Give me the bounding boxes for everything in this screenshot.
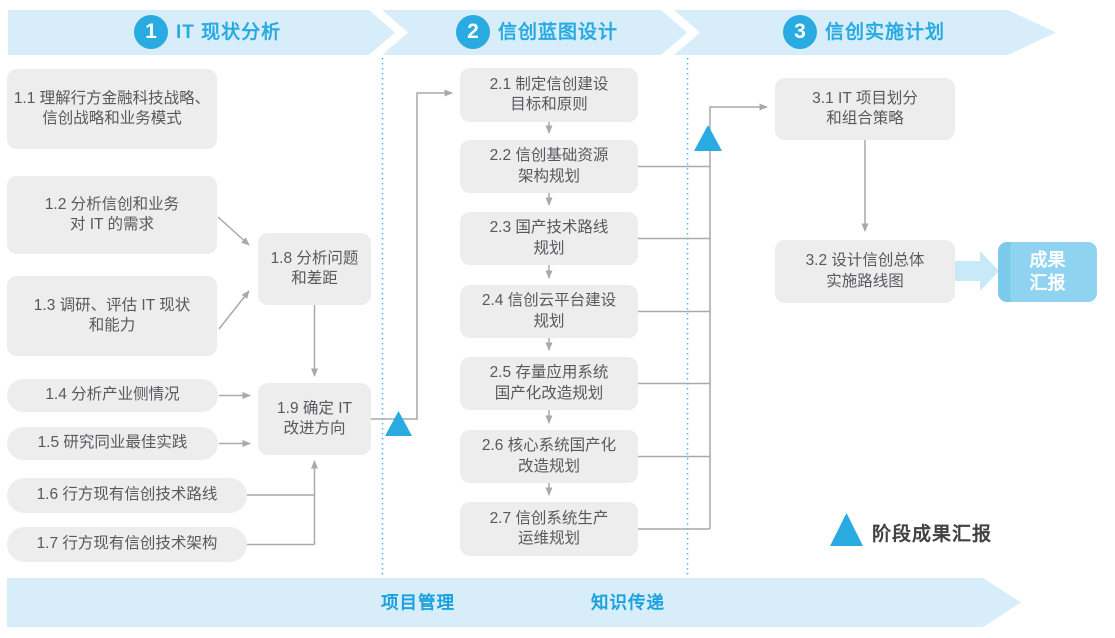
- step-box-1-5: 1.5 研究同业最佳实践: [7, 427, 218, 460]
- phase-banner-3: [674, 10, 1056, 55]
- phase-badge-1: 1: [134, 15, 168, 49]
- phase-badge-2: 2: [456, 15, 490, 49]
- step-box-1-9: 1.9 确定 IT 改进方向: [258, 383, 371, 455]
- step-box-2-7: 2.7 信创系统生产 运维规划: [460, 502, 638, 556]
- legend-label: 阶段成果汇报: [872, 524, 993, 545]
- phase-badge-3: 3: [783, 15, 817, 49]
- step-box-1-8: 1.8 分析问题 和差距: [258, 233, 371, 305]
- step-box-1-7: 1.7 行方现有信创技术架构: [7, 527, 247, 562]
- footer-label-knowledge-transfer: 知识传递: [591, 592, 665, 613]
- step-box-3-2: 3.2 设计信创总体 实施路线图: [775, 240, 955, 303]
- step-box-1-1: 1.1 理解行方金融科技战略、 信创战略和业务模式: [7, 69, 217, 149]
- footer-banner: [7, 578, 1021, 627]
- step-box-1-3: 1.3 调研、评估 IT 现状 和能力: [7, 276, 217, 356]
- result-arrow-icon: [953, 251, 999, 291]
- step-box-2-1: 2.1 制定信创建设 目标和原则: [460, 68, 638, 122]
- milestone-triangle-phase2-icon: [694, 125, 722, 151]
- step-box-1-4: 1.4 分析产业侧情况: [7, 379, 218, 412]
- milestone-triangle-phase1-icon: [385, 411, 412, 436]
- result-report-box: 成果 汇报: [998, 242, 1097, 302]
- phase-banner-1: [8, 10, 395, 55]
- step-box-2-2: 2.2 信创基础资源 架构规划: [460, 140, 638, 193]
- step-box-3-1: 3.1 IT 项目划分 和组合策略: [775, 78, 955, 140]
- footer-label-project-management: 项目管理: [381, 592, 455, 613]
- legend-triangle-icon: [830, 513, 863, 546]
- step-box-2-5: 2.5 存量应用系统 国产化改造规划: [460, 357, 638, 410]
- phase-title-2: 信创蓝图设计: [498, 22, 619, 43]
- phase-title-1: IT 现状分析: [176, 22, 282, 43]
- step-box-2-6: 2.6 核心系统国产化 改造规划: [460, 430, 638, 483]
- connector-lines: [217, 89, 869, 546]
- phase-title-3: 信创实施计划: [825, 22, 946, 43]
- step-box-1-2: 1.2 分析信创和业务 对 IT 的需求: [7, 176, 217, 254]
- step-box-1-6: 1.6 行方现有信创技术路线: [7, 478, 247, 513]
- step-box-2-3: 2.3 国产技术路线 规划: [460, 212, 638, 265]
- step-box-2-4: 2.4 信创云平台建设 规划: [460, 285, 638, 338]
